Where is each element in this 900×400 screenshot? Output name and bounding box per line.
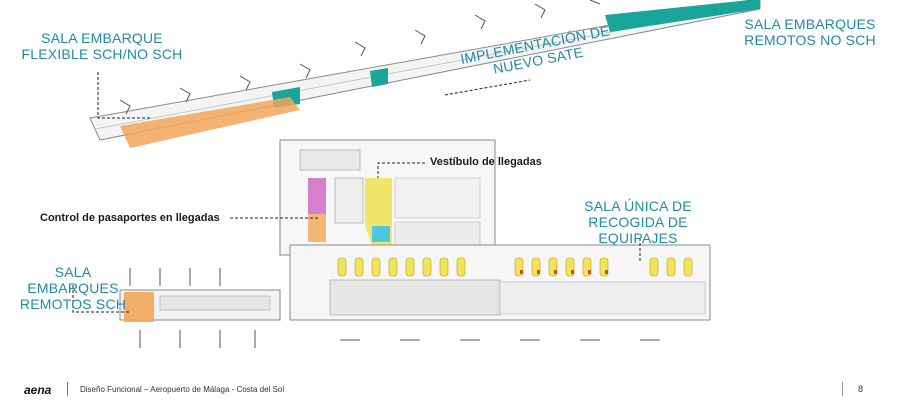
- terminal-core: [279, 139, 496, 256]
- footer-divider: [67, 382, 68, 396]
- footer-divider-right: [842, 382, 843, 396]
- page-number: 8: [858, 384, 864, 394]
- remote-sch-hall: [124, 292, 154, 322]
- passport-control-zone: [308, 178, 326, 214]
- baggage-reclaim-hall: [289, 244, 711, 321]
- aena-logo: aena: [24, 383, 52, 397]
- remote-gates-sch-building: [119, 289, 281, 322]
- jet-bridges-upper: [119, 0, 601, 115]
- footer-title: Diseño Funcional – Aeropuerto de Málaga …: [80, 385, 285, 394]
- baggage-belts-left: [337, 257, 466, 277]
- label-remote-sch: SALA EMBARQUES REMOTOS SCH: [19, 264, 127, 312]
- label-passport-control: Control de pasaportes en llegadas: [40, 212, 220, 224]
- label-arrivals-hall: Vestíbulo de llegadas: [430, 156, 542, 168]
- terminal-floor-plan: [72, 0, 761, 348]
- label-flexible-boarding: SALA EMBARQUE FLEXIBLE SCH/NO SCH: [21, 30, 183, 62]
- boarding-pier: [89, 0, 761, 148]
- flexible-boarding-hall: [120, 97, 300, 148]
- label-baggage-reclaim: SALA ÚNICA DE RECOGIDA DE EQUIPAJES: [584, 198, 692, 246]
- leader-lines: [72, 72, 641, 313]
- label-remote-no-sch: SALA EMBARQUES REMOTOS NO SCH: [744, 16, 876, 48]
- remote-stands-lower: [129, 268, 660, 348]
- remote-gates-no-sch-area: [605, 0, 760, 32]
- slide-footer: aena Diseño Funcional – Aeropuerto de Má…: [0, 375, 900, 400]
